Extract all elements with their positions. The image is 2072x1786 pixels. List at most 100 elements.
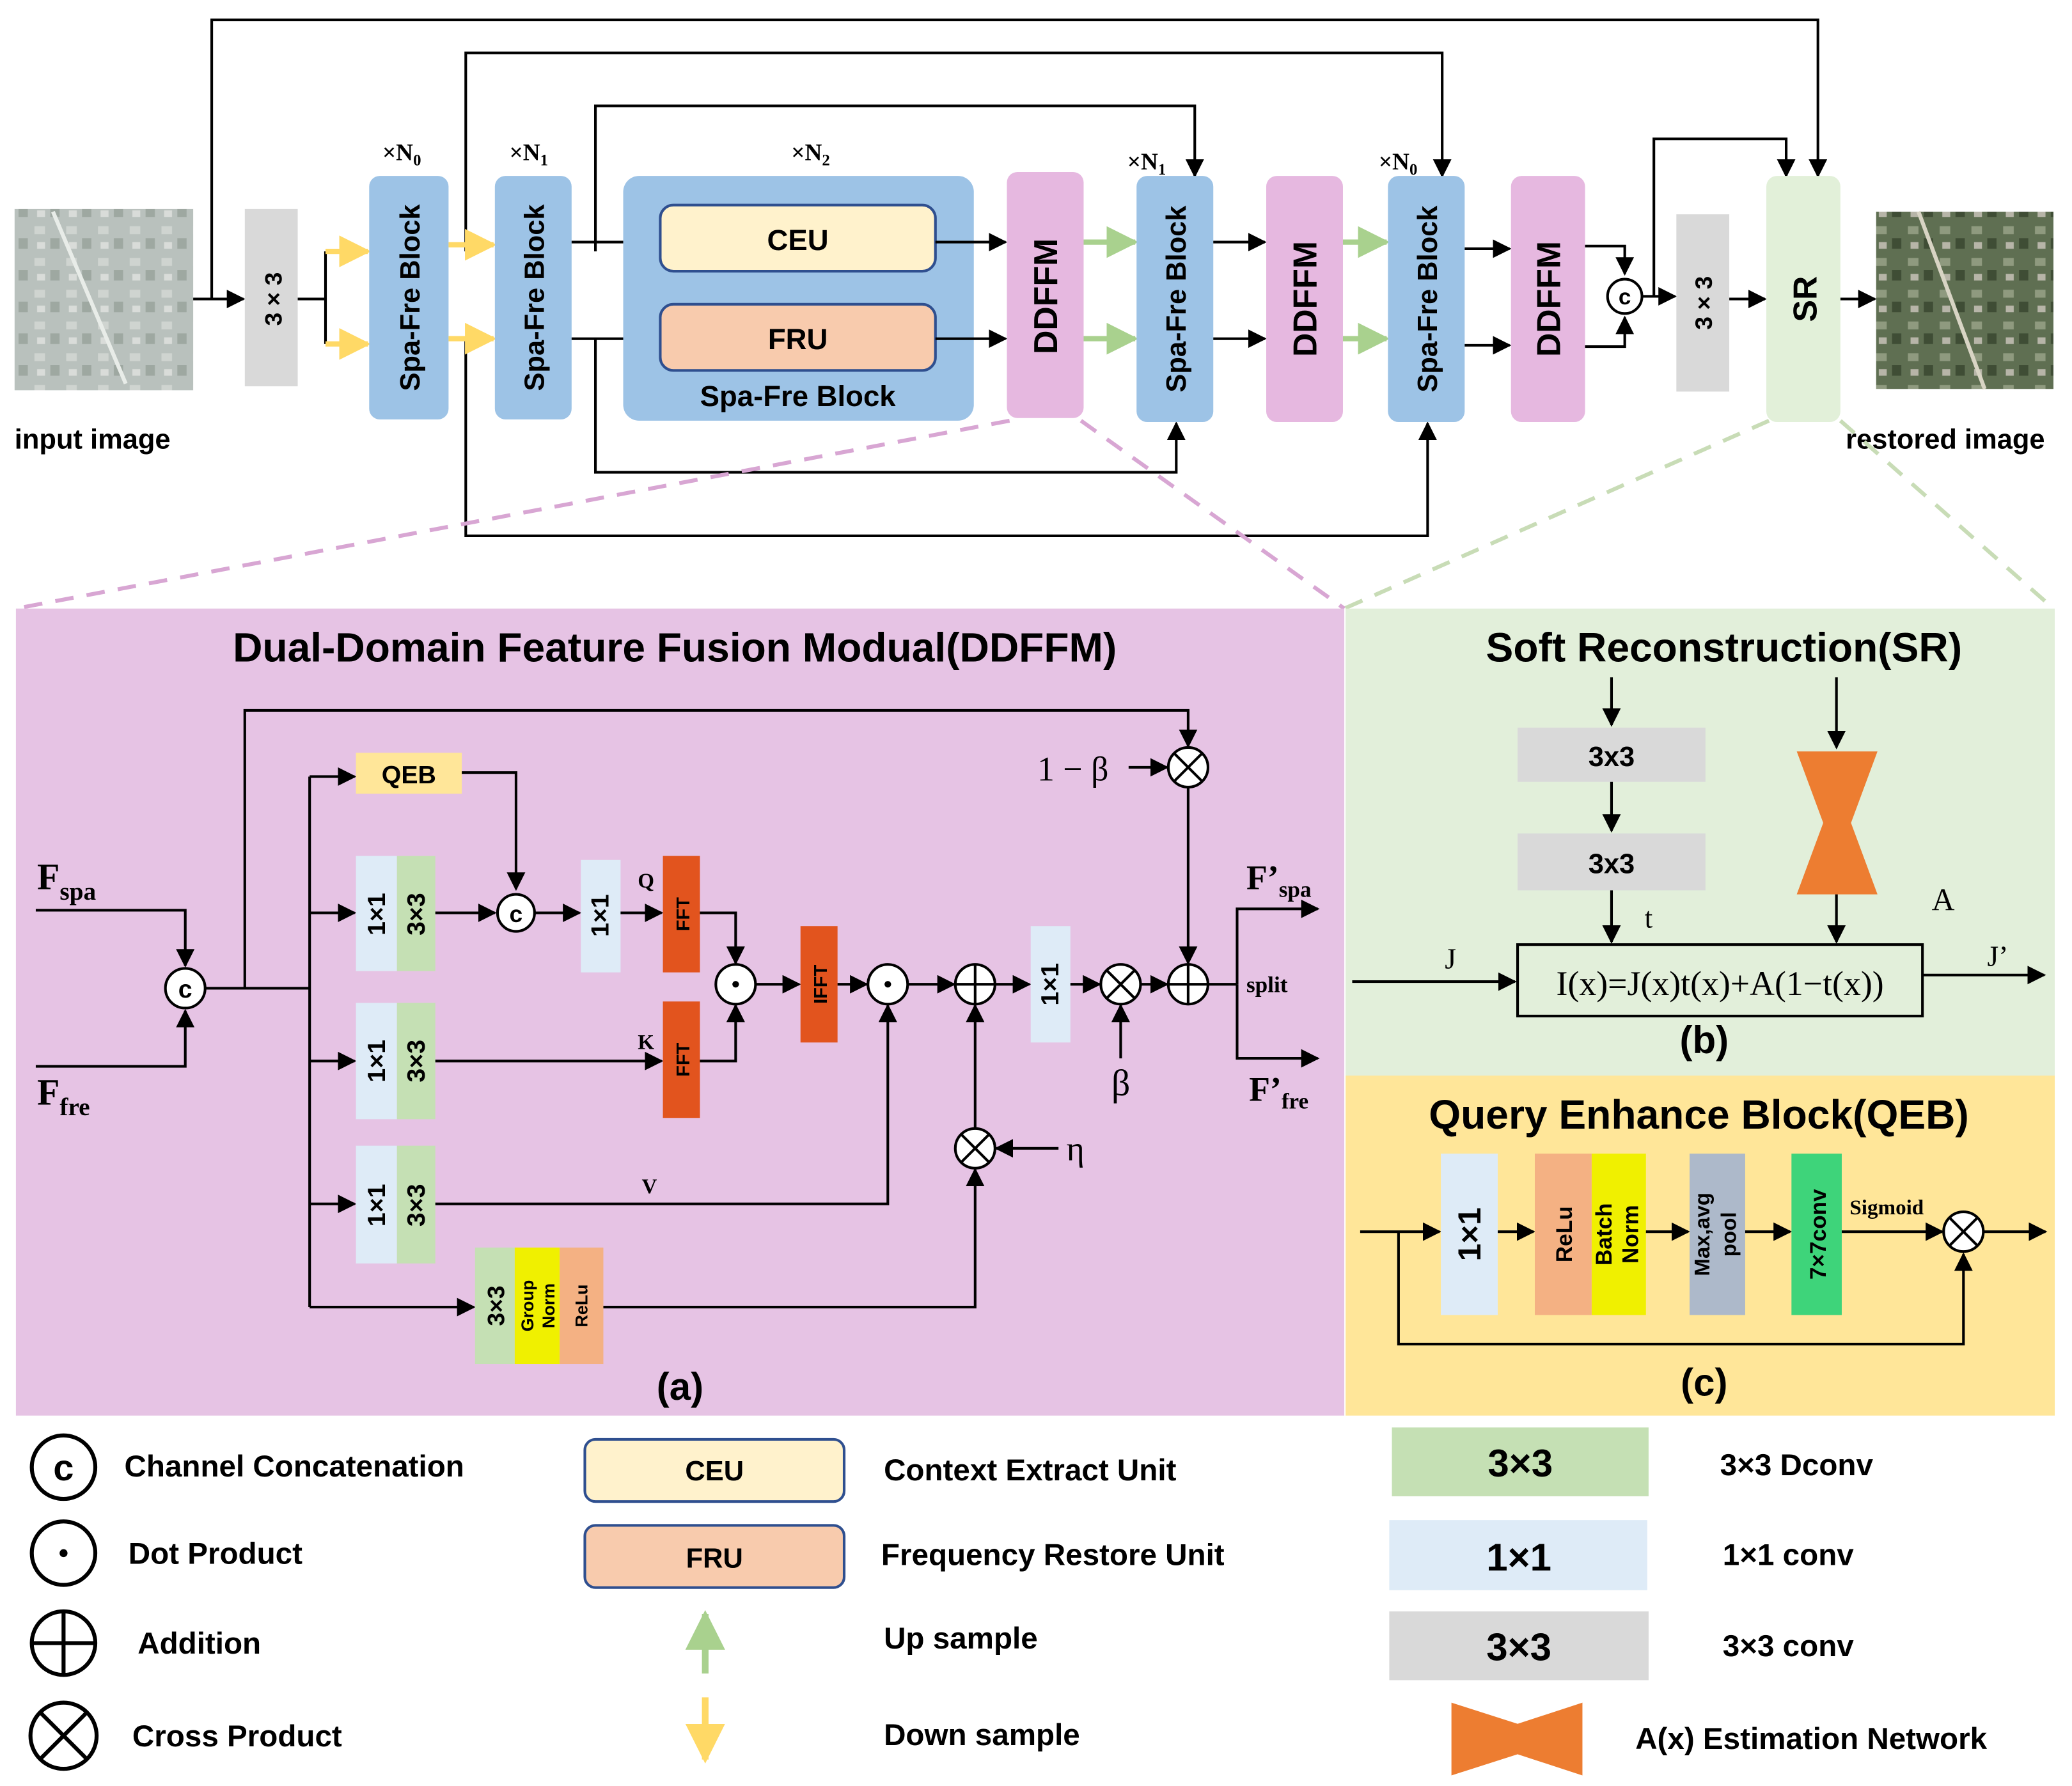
sr-a-label: A (1932, 882, 1955, 917)
concat-node-a-label: c (178, 975, 192, 1003)
k-conv1x1-label: 1×1 (363, 1040, 391, 1083)
spa-fre-block-n0-right (1388, 176, 1465, 422)
split-label: split (1246, 973, 1288, 998)
ifft-label: IFFT (811, 964, 831, 1003)
restored-image-road (1917, 210, 1987, 390)
qeb-pool-box (1690, 1154, 1745, 1315)
rep-n2: ×N2 (791, 139, 830, 169)
legend-anet-label: A(x) Estimation Network (1635, 1722, 1987, 1756)
legend-down-label: Down sample (884, 1718, 1080, 1752)
legend-fru-label: Frequency Restore Unit (881, 1538, 1225, 1572)
gn-relu-label: ReLu (572, 1284, 592, 1327)
f-spa-out-label: F’spa (1246, 858, 1312, 902)
spa-fre-block-n1 (494, 176, 572, 419)
sr-conv-a-label: 3x3 (1589, 742, 1635, 772)
fft-k-label: FFT (673, 1042, 694, 1076)
legend: c Channel Concatenation Dot Product Addi… (28, 1427, 1988, 1776)
qeb-relu-box (1534, 1154, 1592, 1315)
beta-label: β (1111, 1062, 1130, 1104)
spa-fre-block-n1-right-label: Spa-Fre Block (1161, 205, 1192, 393)
zoom-guide-b1 (1343, 419, 1770, 611)
sr-conv-b (1518, 833, 1706, 891)
ddffm-3 (1511, 176, 1585, 422)
a-estimation-network (1796, 751, 1878, 895)
gn-conv3x3-label: 3×3 (482, 1285, 509, 1326)
arrow-fftq-dot (700, 911, 745, 966)
gn-conv3x3 (475, 1247, 515, 1365)
v-conv1x1 (356, 1145, 397, 1264)
qeb-box-label: QEB (382, 761, 436, 789)
qeb-relu-label: ReLu (1552, 1206, 1577, 1262)
sr-t-label: t (1645, 901, 1653, 934)
zoom-guide-a2 (1079, 419, 1346, 611)
q-conv3x3 (396, 856, 436, 971)
ddffm-1-label: DDFFM (1027, 239, 1064, 354)
ddffm-1 (1007, 171, 1084, 418)
ddffm-panel-title: Dual-Domain Feature Fusion Modual(DDFFM) (233, 624, 1117, 670)
qeb-pool-label-2: pool (1717, 1212, 1741, 1257)
qeb-panel-title: Query Enhance Block(QEB) (1429, 1092, 1969, 1138)
sr-panel: Soft Reconstruction(SR) 3x3 3x3 t A J I(… (1346, 608, 2055, 1076)
q-conv1x1 (356, 856, 397, 971)
arrow-ddffm3-concat-b (1585, 315, 1635, 349)
v-conv3x3 (396, 1145, 436, 1264)
formula-box (1516, 943, 1924, 1017)
legend-dot-label: Dot Product (129, 1537, 302, 1571)
qeb-panel: Query Enhance Block(QEB) 1×1 ReLu Batch … (1346, 1076, 2055, 1416)
concat-node-q-label: c (510, 900, 523, 927)
spa-fre-block-n0 (369, 176, 449, 419)
legend-conv3-box (1389, 1611, 1649, 1680)
qeb-norm-label: Norm (1618, 1205, 1643, 1264)
spa-fre-block-n1-label: Spa-Fre Block (519, 204, 550, 391)
spa-fre-block-n2-label: Spa-Fre Block (700, 380, 897, 412)
fft-k (663, 1001, 700, 1118)
sr-block (1766, 176, 1840, 422)
eta-label: η (1067, 1129, 1085, 1168)
cross-node-eta-x2 (959, 1132, 991, 1164)
rep-n0-a: ×N0 (382, 139, 421, 169)
gn-relu-box (560, 1247, 604, 1365)
legend-dconv-box-label: 3×3 (1487, 1442, 1553, 1485)
k-label: K (638, 1031, 654, 1054)
ddffm-2 (1266, 176, 1343, 422)
fft-q-label: FFT (673, 897, 694, 931)
q-label: Q (638, 870, 654, 893)
sr-j-out-label: J’ (1988, 939, 2009, 972)
residual-line (243, 709, 1198, 989)
fru-box (659, 302, 937, 372)
qeb-conv1x1 (1441, 1154, 1498, 1315)
qeb-sigmoid-label: Sigmoid (1849, 1196, 1924, 1219)
legend-conv3-box-label: 3×3 (1486, 1625, 1551, 1668)
sr-conv-a (1518, 727, 1706, 782)
skip-n1-bottom (593, 338, 1186, 474)
legend-conv3-label: 3×3 conv (1723, 1629, 1855, 1663)
qeb-skip (1397, 1232, 1973, 1346)
legend-dconv-box (1392, 1427, 1649, 1496)
ddffm-caption: (a) (657, 1365, 703, 1408)
zoom-guide-a1 (15, 418, 1010, 611)
skip-n0-bottom (464, 338, 1437, 537)
skip-concat-sr (1652, 137, 1796, 297)
legend-dconv-label: 3×3 Dconv (1720, 1448, 1874, 1482)
f-fre-line (35, 1008, 195, 1068)
legend-ceu-box-label: CEU (685, 1456, 744, 1487)
zoom-guide-b2 (1839, 419, 2055, 611)
k-conv1x1 (356, 1003, 397, 1120)
restored-image (1876, 212, 2053, 389)
out-conv1x1 (1030, 926, 1071, 1043)
q-conv3x3-label: 3×3 (402, 893, 430, 936)
arrow-fftk-dot (700, 1003, 745, 1063)
v-conv3x3-label: 3×3 (402, 1184, 430, 1226)
v-conv1x1-label: 1×1 (363, 1184, 391, 1226)
spa-fre-block-n1-right (1136, 176, 1214, 422)
qeb-batch-label: Batch (1592, 1203, 1617, 1265)
qeb-batch-norm-box (1591, 1154, 1646, 1315)
arrow-out-fre (1236, 984, 1320, 1068)
cross-node-omb-x2 (1172, 751, 1204, 783)
rep-n1-a: ×N1 (510, 139, 549, 169)
group-norm-label-1: Group (518, 1280, 537, 1332)
legend-concat-icon (29, 1433, 98, 1501)
skip-n1 (593, 104, 1204, 252)
